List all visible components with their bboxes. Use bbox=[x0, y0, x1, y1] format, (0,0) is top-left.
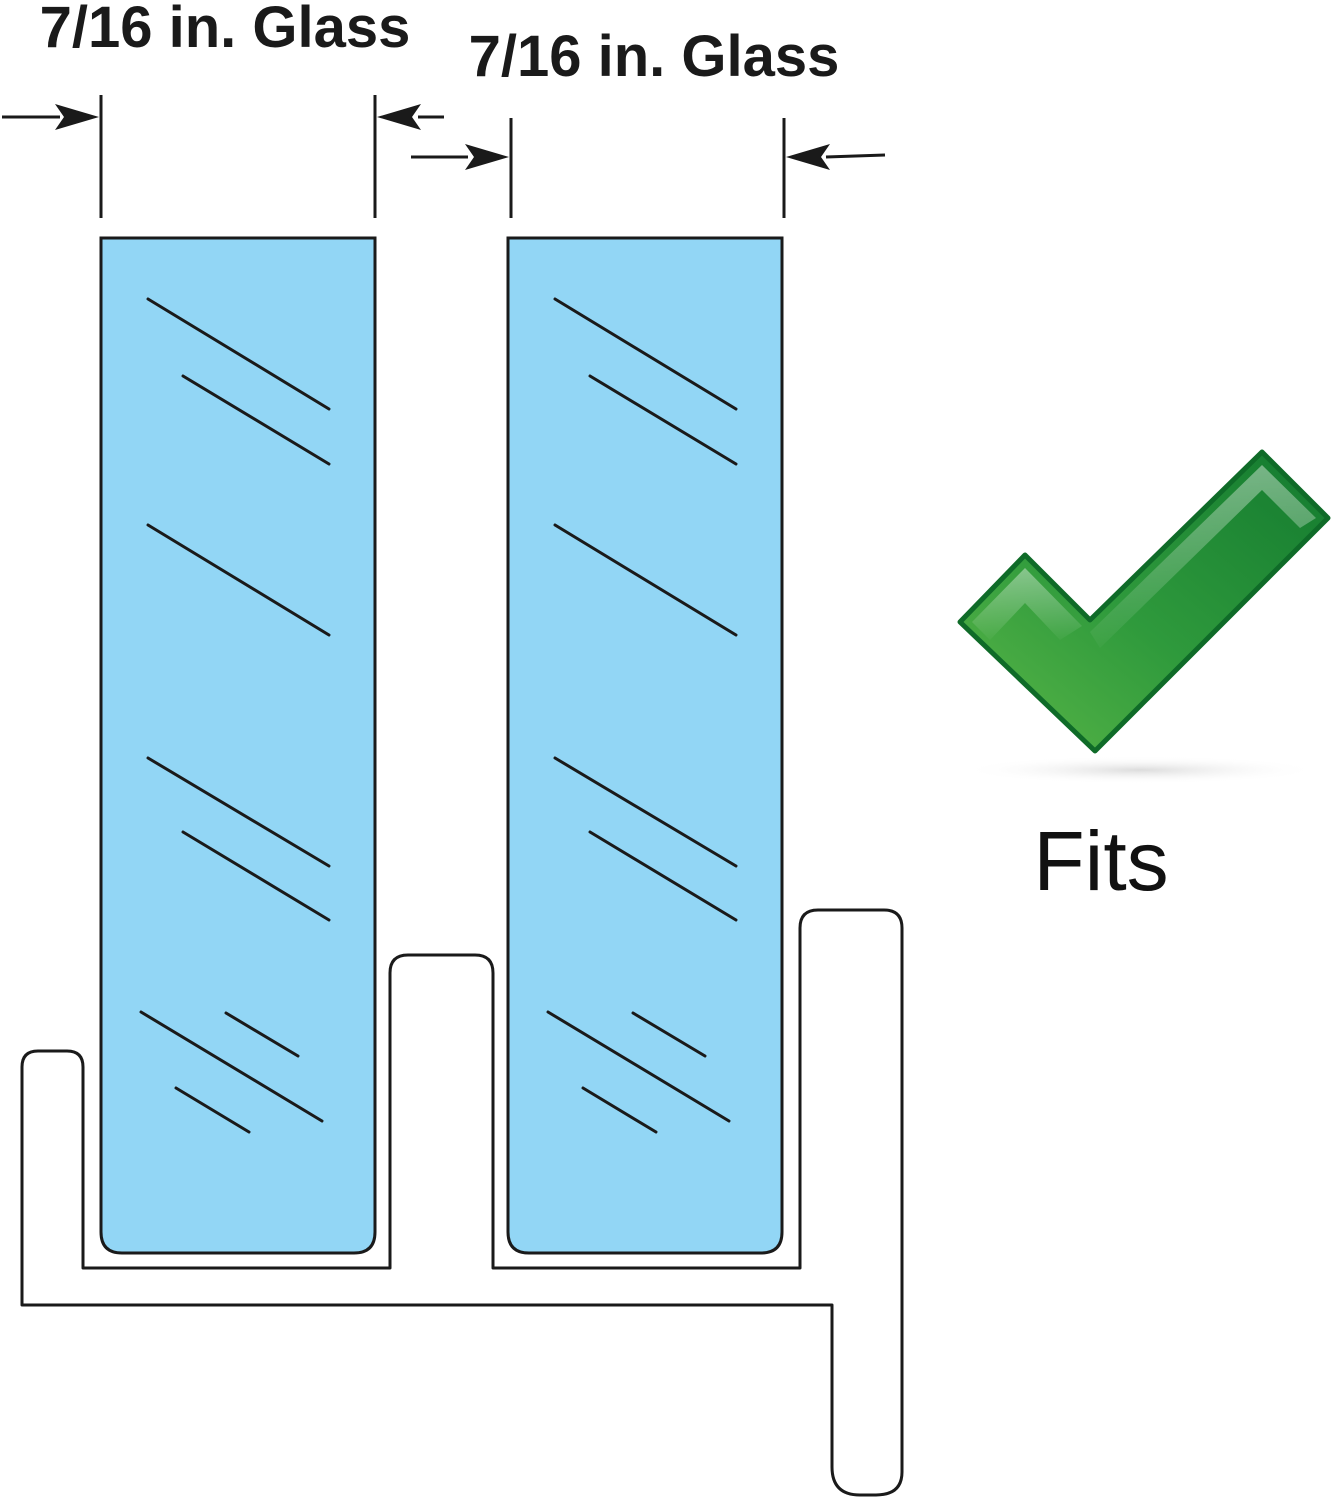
dimension-label-left: 7/16 in. Glass bbox=[40, 0, 411, 60]
arrow-right-icon bbox=[55, 104, 99, 130]
arrow-left-icon bbox=[377, 104, 421, 130]
fits-label: Fits bbox=[1033, 814, 1168, 908]
arrow-right-icon bbox=[465, 144, 509, 170]
dimension-markers-left bbox=[2, 95, 444, 218]
arrow-left-icon bbox=[786, 144, 830, 170]
check-mark-icon bbox=[957, 449, 1331, 784]
dimension-markers-right bbox=[411, 118, 886, 218]
glass-panel-left bbox=[99, 236, 377, 1255]
glass-panel-right bbox=[506, 236, 784, 1255]
track-channel-profile bbox=[20, 908, 904, 1497]
dimension-label-right: 7/16 in. Glass bbox=[469, 24, 840, 89]
